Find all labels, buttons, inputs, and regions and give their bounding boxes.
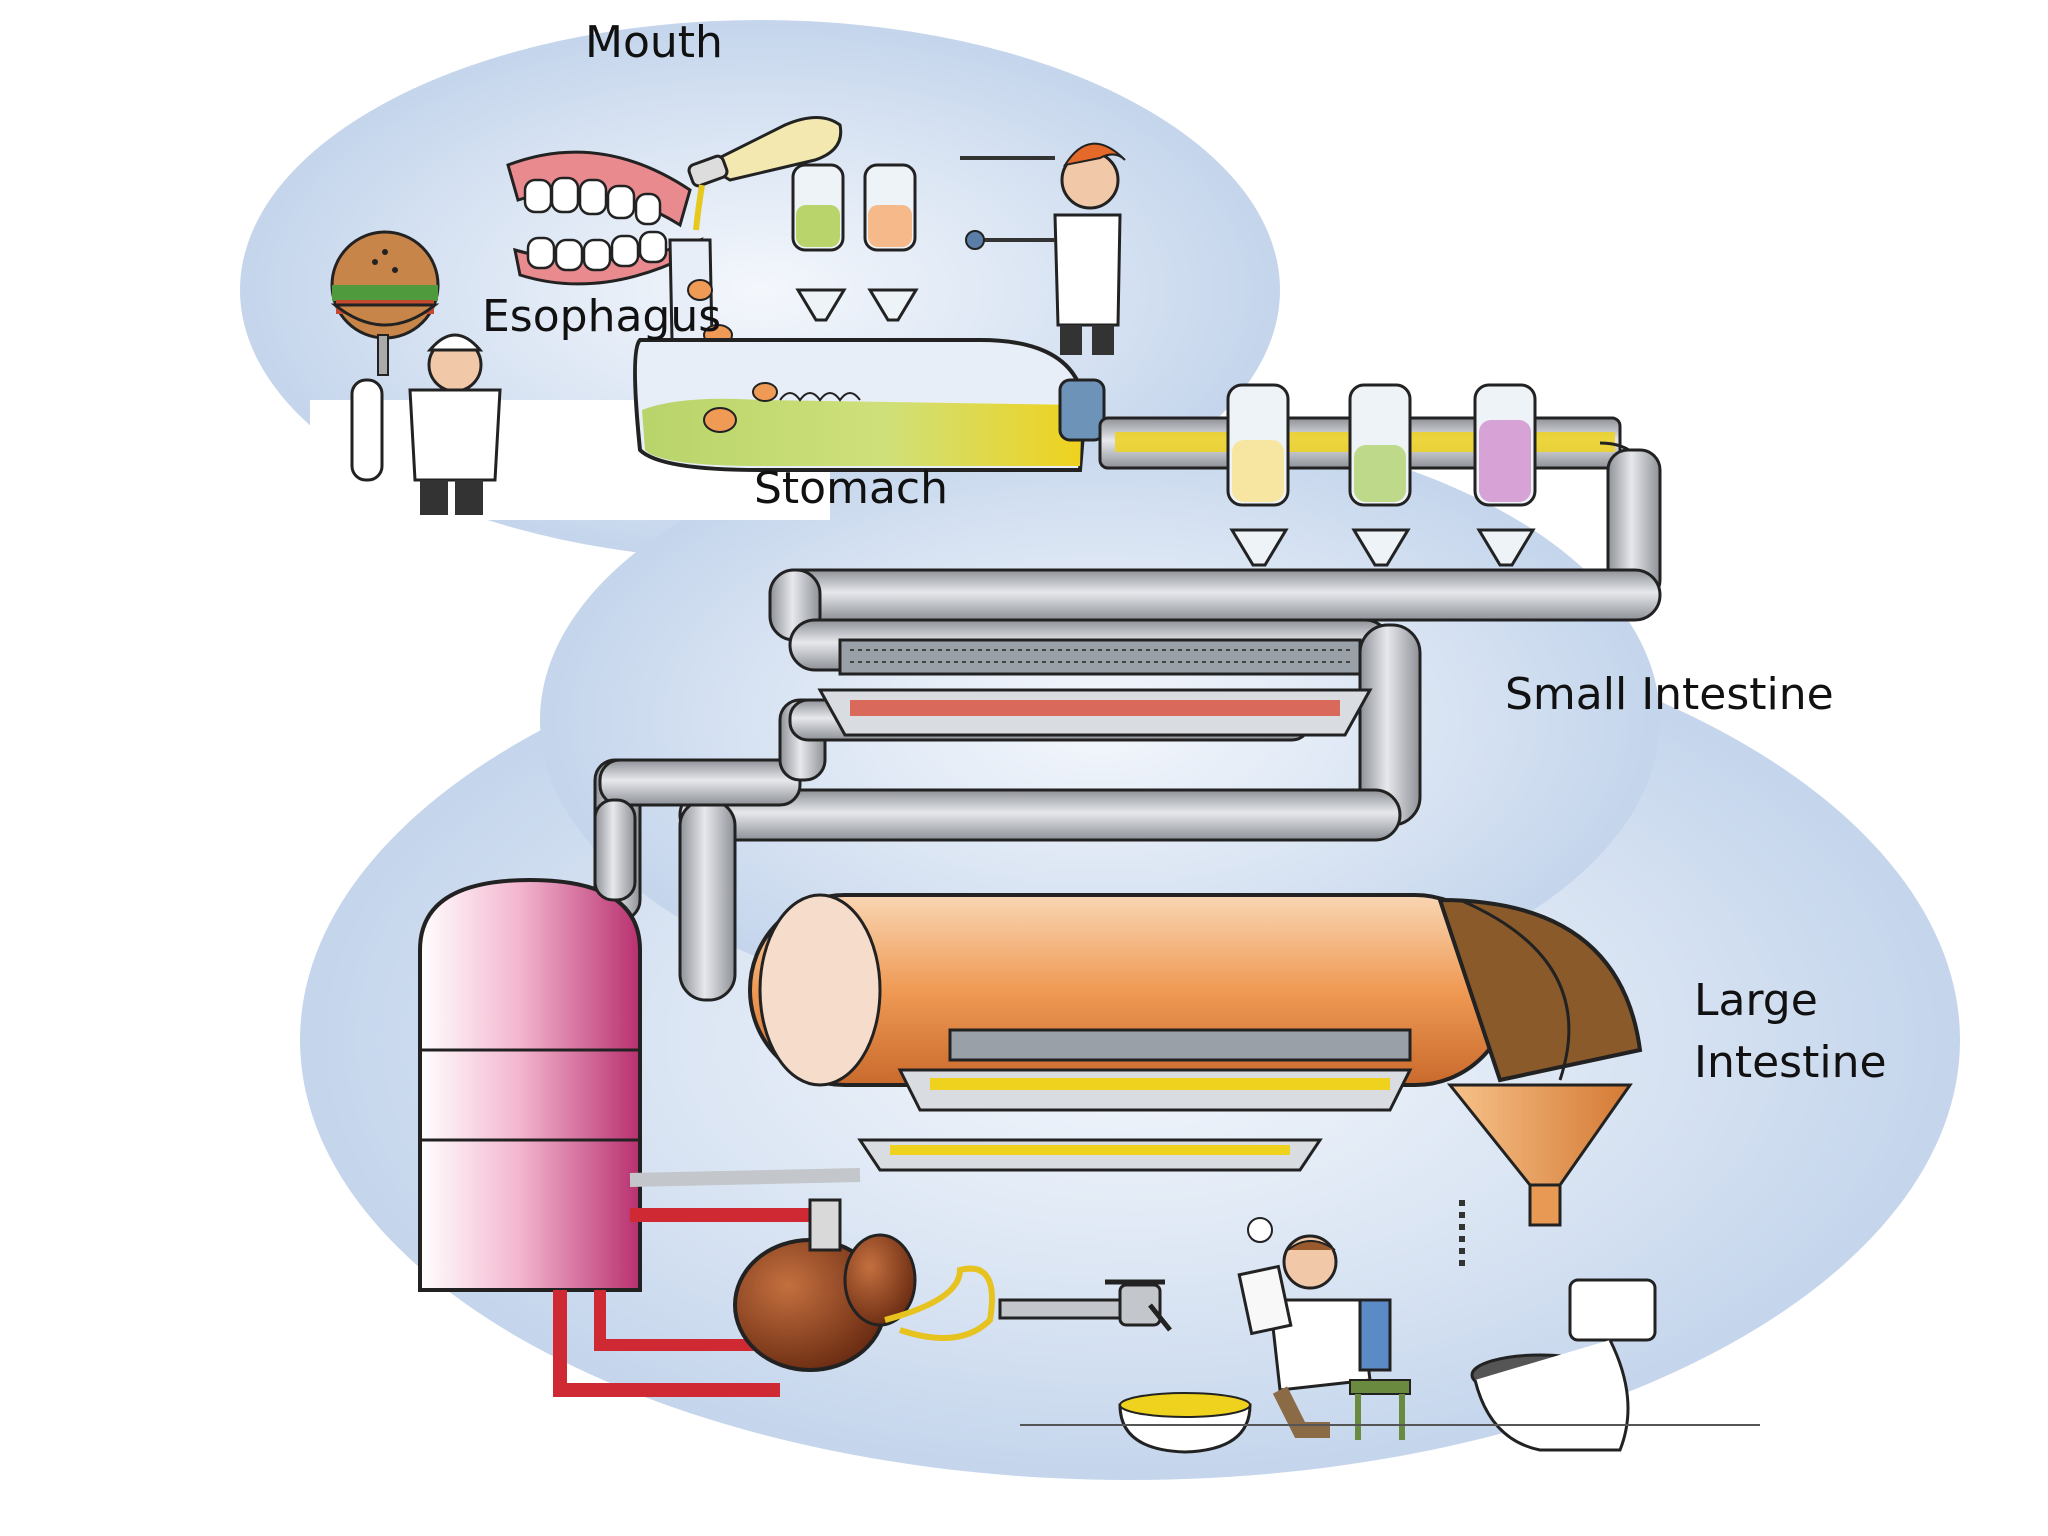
absorption-trays-small	[817, 638, 1373, 737]
digestive-juice-flasks	[1226, 383, 1537, 567]
stomach-vessel	[633, 338, 1106, 472]
chef-with-burger	[330, 230, 502, 515]
pump-heart	[733, 1198, 995, 1372]
seated-man	[1237, 1217, 1411, 1440]
water-tap	[998, 1279, 1172, 1332]
scientist	[960, 142, 1126, 355]
label-large-intestine-line1: Large	[1694, 975, 1818, 1026]
toilet	[1470, 1278, 1657, 1452]
label-large-intestine: Large Intestine	[1694, 970, 1887, 1093]
label-esophagus: Esophagus	[482, 291, 722, 342]
funnel	[1446, 1083, 1633, 1270]
bowl	[1118, 1392, 1252, 1454]
teeth-upper	[506, 150, 692, 228]
red-pipes	[553, 1168, 861, 1397]
label-stomach: Stomach	[754, 463, 949, 514]
label-small-intestine: Small Intestine	[1505, 669, 1834, 720]
label-large-intestine-line2: Intestine	[1694, 1036, 1887, 1088]
enzyme-flasks	[791, 163, 919, 322]
pink-tank	[418, 798, 642, 1292]
label-mouth: Mouth	[585, 17, 723, 68]
pouring-bottle	[687, 116, 843, 231]
esophagus-tube	[668, 238, 733, 346]
absorption-trays-large	[857, 1028, 1413, 1172]
